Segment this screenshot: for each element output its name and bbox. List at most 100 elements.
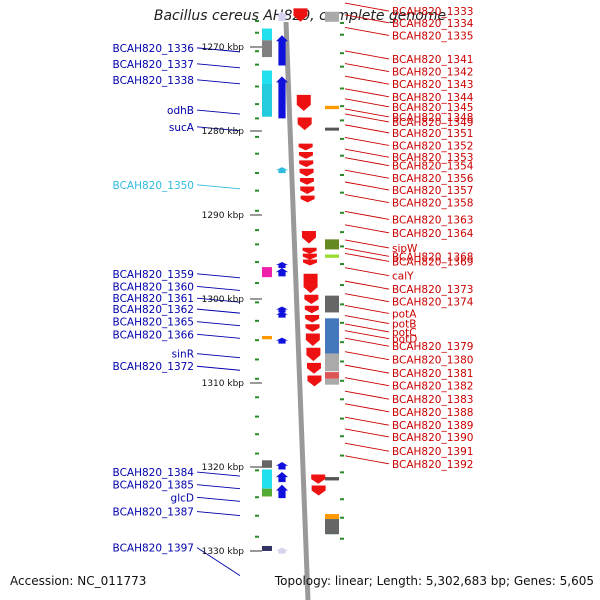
right-gene-label: potC	[392, 327, 417, 339]
right-feature-block	[325, 477, 339, 481]
right-gene-label: BCAH820_1391	[392, 446, 473, 458]
left-feature-block	[262, 70, 272, 84]
left-feature-block	[262, 40, 272, 58]
forward-gene-arrow	[276, 262, 288, 269]
left-leader-line	[196, 79, 241, 85]
reverse-gene-arrow	[304, 305, 319, 314]
left-leader-line	[196, 333, 241, 339]
left-gene-label: BCAH820_1387	[113, 507, 194, 519]
right-gene-label: BCAH820_1342	[392, 67, 473, 79]
right-gene-label: potA	[392, 308, 417, 320]
right-leader-line	[344, 351, 390, 361]
right-gene-label: BCAH820_1341	[392, 54, 473, 66]
forward-gene-arrow	[276, 547, 288, 554]
left-leader-line	[196, 471, 241, 477]
right-leader-line	[344, 113, 390, 123]
right-gene-label: sipW	[392, 243, 418, 255]
right-leader-line	[344, 157, 390, 167]
right-leader-line	[344, 63, 390, 73]
right-gene-label: BCAH820_1374	[392, 297, 474, 309]
forward-gene-arrow	[276, 461, 288, 470]
forward-gene-arrow	[276, 306, 288, 313]
reverse-gene-arrow	[305, 324, 320, 332]
left-gene-label: BCAH820_1360	[113, 281, 194, 293]
left-gene-label: BCAH820_1365	[113, 317, 194, 329]
right-feature-block	[325, 127, 339, 131]
right-leader-line	[344, 239, 390, 249]
reverse-gene-arrow	[300, 195, 315, 203]
left-feature-block	[262, 83, 272, 117]
right-leader-line	[344, 293, 390, 303]
right-gene-label: BCAH820_1349	[392, 117, 473, 129]
right-leader-line	[344, 337, 390, 347]
right-gene-label: BCAH820_1333	[392, 6, 473, 18]
reverse-gene-arrow	[311, 485, 326, 496]
reverse-gene-arrow	[299, 168, 314, 177]
forward-gene-arrow	[276, 167, 288, 174]
left-gene-label: glcD	[171, 492, 194, 504]
right-gene-label: BCAH820_1390	[392, 432, 473, 444]
right-leader-line	[344, 124, 390, 134]
genome-summary-text: Topology: linear; Length: 5,302,683 bp; …	[274, 574, 594, 588]
right-leader-line	[344, 442, 390, 452]
reverse-gene-arrow	[305, 333, 320, 347]
reverse-gene-arrow	[304, 294, 319, 305]
right-feature-block	[325, 318, 339, 354]
tick-label: 1270 kbp	[202, 43, 245, 53]
right-gene-label: BCAH820_1353	[392, 152, 473, 164]
right-gene-label: BCAH820_1380	[392, 355, 473, 367]
reverse-gene-arrow	[298, 152, 313, 159]
right-gene-label: BCAH820_1363	[392, 214, 473, 226]
right-gene-label: BCAH820_1364	[392, 228, 474, 240]
right-gene-label: BCAH820_1381	[392, 368, 473, 380]
right-gene-label: BCAH820_1388	[392, 407, 473, 419]
right-leader-line	[344, 50, 390, 60]
forward-gene-arrow	[276, 35, 288, 66]
reverse-gene-arrow	[301, 230, 316, 244]
right-leader-line	[344, 26, 390, 36]
left-leader-line	[196, 484, 241, 490]
right-gene-label: BCAH820_1392	[392, 459, 473, 471]
right-leader-line	[344, 247, 390, 257]
reverse-gene-arrow	[302, 253, 317, 260]
reverse-gene-arrow	[299, 178, 314, 185]
right-gene-label: potB	[392, 319, 416, 331]
right-gene-label: BCAH820_1344	[392, 92, 474, 104]
reverse-gene-arrow	[306, 347, 321, 362]
gene-arrows	[276, 8, 326, 554]
right-gene-label: BCAH820_1334	[392, 18, 474, 30]
right-leader-line	[344, 305, 390, 314]
left-feature-block	[262, 267, 272, 278]
left-feature-block	[262, 469, 272, 489]
forward-gene-arrow	[276, 76, 288, 119]
left-leader-line	[196, 308, 241, 314]
left-leader-line	[196, 273, 241, 279]
right-leader-line	[344, 210, 390, 220]
tick-label: 1310 kbp	[202, 379, 245, 389]
left-gene-label: BCAH820_1397	[113, 543, 194, 555]
right-gene-label: calY	[392, 271, 414, 283]
reverse-gene-arrow	[296, 94, 311, 111]
left-leader-line	[196, 285, 241, 291]
right-leader-line	[344, 181, 390, 191]
reverse-gene-arrow	[303, 259, 318, 266]
gene-labels: BCAH820_1336BCAH820_1337BCAH820_1338odhB…	[113, 6, 474, 555]
right-feature-block	[325, 378, 339, 385]
left-leader-line	[196, 547, 241, 577]
right-gene-label: BCAH820_1351	[392, 128, 473, 140]
left-leader-line	[196, 511, 241, 517]
forward-gene-arrow	[276, 267, 288, 277]
right-leader-line	[344, 315, 390, 325]
left-gene-label: BCAH820_1385	[113, 480, 194, 492]
forward-gene-arrow	[276, 484, 288, 499]
left-gene-label: BCAH820_1366	[113, 329, 195, 341]
right-feature-block	[325, 514, 339, 520]
left-gene-label: BCAH820_1350	[113, 180, 194, 192]
right-leader-line	[344, 267, 390, 277]
right-leader-line	[344, 364, 390, 374]
left-leader-line	[196, 47, 241, 53]
left-gene-label: BCAH820_1338	[113, 75, 194, 87]
right-leader-line	[344, 428, 390, 438]
left-leader-line	[196, 321, 241, 327]
